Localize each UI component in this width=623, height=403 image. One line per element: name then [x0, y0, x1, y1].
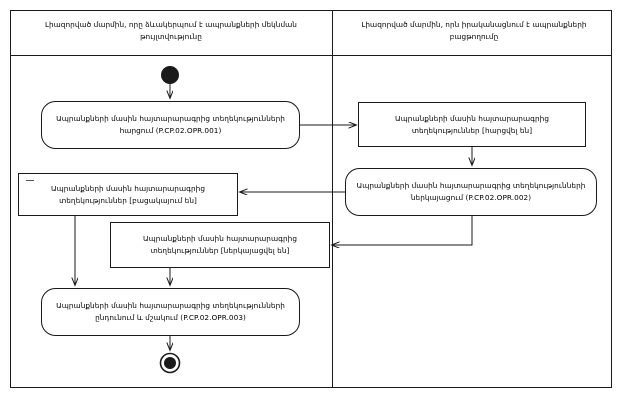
node-start-node — [161, 66, 179, 84]
node-object-provided — [110, 222, 330, 268]
node-action-provide — [345, 168, 597, 216]
node-action-receive — [41, 288, 300, 336]
node-end-node — [159, 352, 181, 374]
node-object-requested — [358, 102, 586, 147]
lane-title-right: Լիազորված մարմին, որն իրականացնում է ապր… — [361, 20, 587, 41]
node-action-request — [41, 101, 300, 149]
lane-title-left: Լիազորված մարմին, որը ձևակերպում է ապրան… — [45, 20, 297, 41]
edge-provide-to-provided-segment — [332, 215, 473, 246]
node-object-absent — [18, 173, 238, 216]
